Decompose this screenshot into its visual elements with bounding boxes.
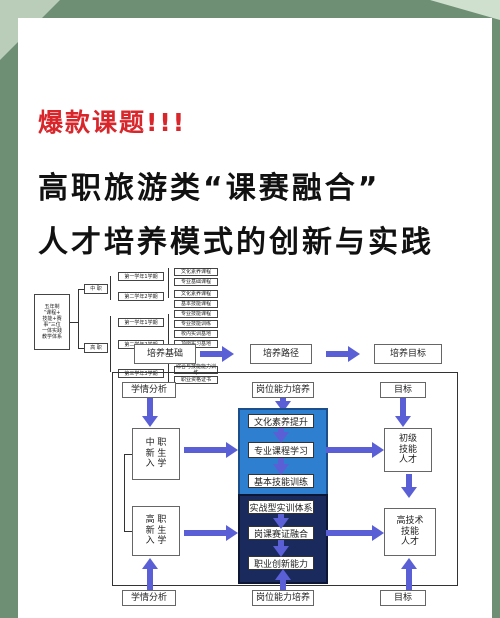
connector [110, 316, 111, 372]
decor-corner-right [430, 0, 500, 20]
cultivation-path-box: 培养路径 [250, 344, 312, 364]
arrow [406, 474, 412, 488]
arrow-up-icon [275, 569, 291, 580]
post-ability-box: 岗位能力培养 [252, 382, 314, 398]
semester-box: 第一学年1学期 [118, 272, 164, 281]
leaf-box: 文化素养课程 [174, 290, 218, 298]
arrow-down-icon [395, 416, 411, 427]
arrow [278, 540, 284, 548]
senior-talent-box: 高技术 技能 人才 [384, 508, 436, 556]
junior-talent-box: 初级 技能 人才 [384, 428, 432, 472]
secondary-freshman-box: 中 职 新 生 入 学 [132, 428, 180, 480]
arrow [280, 578, 286, 590]
headline-line-1: 高职旅游类“课赛融合” [38, 171, 381, 206]
arrow [184, 447, 226, 453]
cultivation-goal-box: 培养目标 [374, 344, 442, 364]
arrow [184, 530, 226, 536]
leaf-box: 专业基础课程 [174, 278, 218, 286]
arrow [200, 351, 222, 357]
post-ability-box-bottom: 岗位能力培养 [252, 590, 314, 606]
connector [124, 454, 132, 455]
arrow [147, 568, 153, 590]
higher-freshman-box: 高 职 新 生 入 学 [132, 506, 180, 556]
connector [124, 531, 132, 532]
arrow [280, 398, 286, 402]
culture-literacy-box: 文化素养提升 [248, 414, 314, 428]
connector [70, 322, 78, 323]
arrow [278, 458, 284, 466]
course-study-box: 专业课程学习 [248, 442, 314, 458]
connector [78, 348, 84, 349]
arrow-up-icon [401, 558, 417, 569]
training-model-diagram: 五年制 “课程+ 技能+赛 事”三位 一体实践 教学体系 中 职 高 职 第一学… [34, 268, 480, 606]
arrow-right-icon [372, 442, 384, 458]
leaf-box: 校内实训基地 [174, 330, 218, 338]
arrow-right-icon [372, 525, 384, 541]
arrow [326, 447, 372, 453]
branch-higher: 高 职 [84, 343, 108, 353]
leaf-box: 专业技能训练 [174, 320, 218, 328]
connector [168, 268, 169, 298]
connector [78, 290, 79, 348]
connector [110, 276, 111, 300]
arrow [400, 398, 406, 416]
arrow-down-icon [273, 432, 289, 443]
basic-skill-box: 基本技能训练 [248, 474, 314, 488]
arrow-down-icon [401, 487, 417, 498]
leaf-box: 基本技能课程 [174, 300, 218, 308]
leaf-box: 职业资格证书 [174, 376, 218, 384]
innovation-ability-box: 职业创新能力 [248, 556, 314, 570]
arrow-up-icon [142, 558, 158, 569]
branch-secondary: 中 职 [84, 284, 108, 294]
arrow-down-icon [142, 416, 158, 427]
goal-box-bottom: 目标 [380, 590, 426, 606]
leaf-box: 专业技能课程 [174, 310, 218, 318]
semester-box: 第二学年2学期 [118, 292, 164, 301]
system-root-box: 五年制 “课程+ 技能+赛 事”三位 一体实践 教学体系 [34, 294, 70, 350]
semester-box: 第一学年1学期 [118, 318, 164, 327]
arrow-down-icon [273, 464, 289, 475]
arrow-down-icon [273, 546, 289, 557]
arrow-right-icon [222, 346, 234, 362]
arrow [326, 530, 372, 536]
arrow-down-icon [275, 401, 291, 412]
arrow-down-icon [273, 518, 289, 529]
cultivation-base-box: 培养基础 [134, 344, 196, 364]
arrow-right-icon [226, 442, 238, 458]
hot-topic-label: 爆款课题!!! [38, 108, 187, 137]
arrow-right-icon [226, 525, 238, 541]
arrow [406, 568, 412, 590]
connector [78, 289, 84, 290]
leaf-box: 综合与技能能力训练 [174, 364, 218, 376]
learning-analysis-box: 学情分析 [122, 382, 176, 398]
goal-box: 目标 [380, 382, 426, 398]
arrow [147, 398, 153, 416]
learning-analysis-box-bottom: 学情分析 [122, 590, 176, 606]
arrow-right-icon [348, 346, 360, 362]
headline-line-2: 人才培养模式的创新与实践 [38, 225, 434, 260]
arrow [326, 351, 348, 357]
connector [124, 454, 125, 532]
leaf-box: 文化素养课程 [174, 268, 218, 276]
arrow [278, 514, 284, 520]
semester-box: 第三学年3学期 [118, 369, 164, 378]
arrow [278, 428, 284, 434]
practical-training-box: 实战型实训体系 [248, 500, 314, 514]
